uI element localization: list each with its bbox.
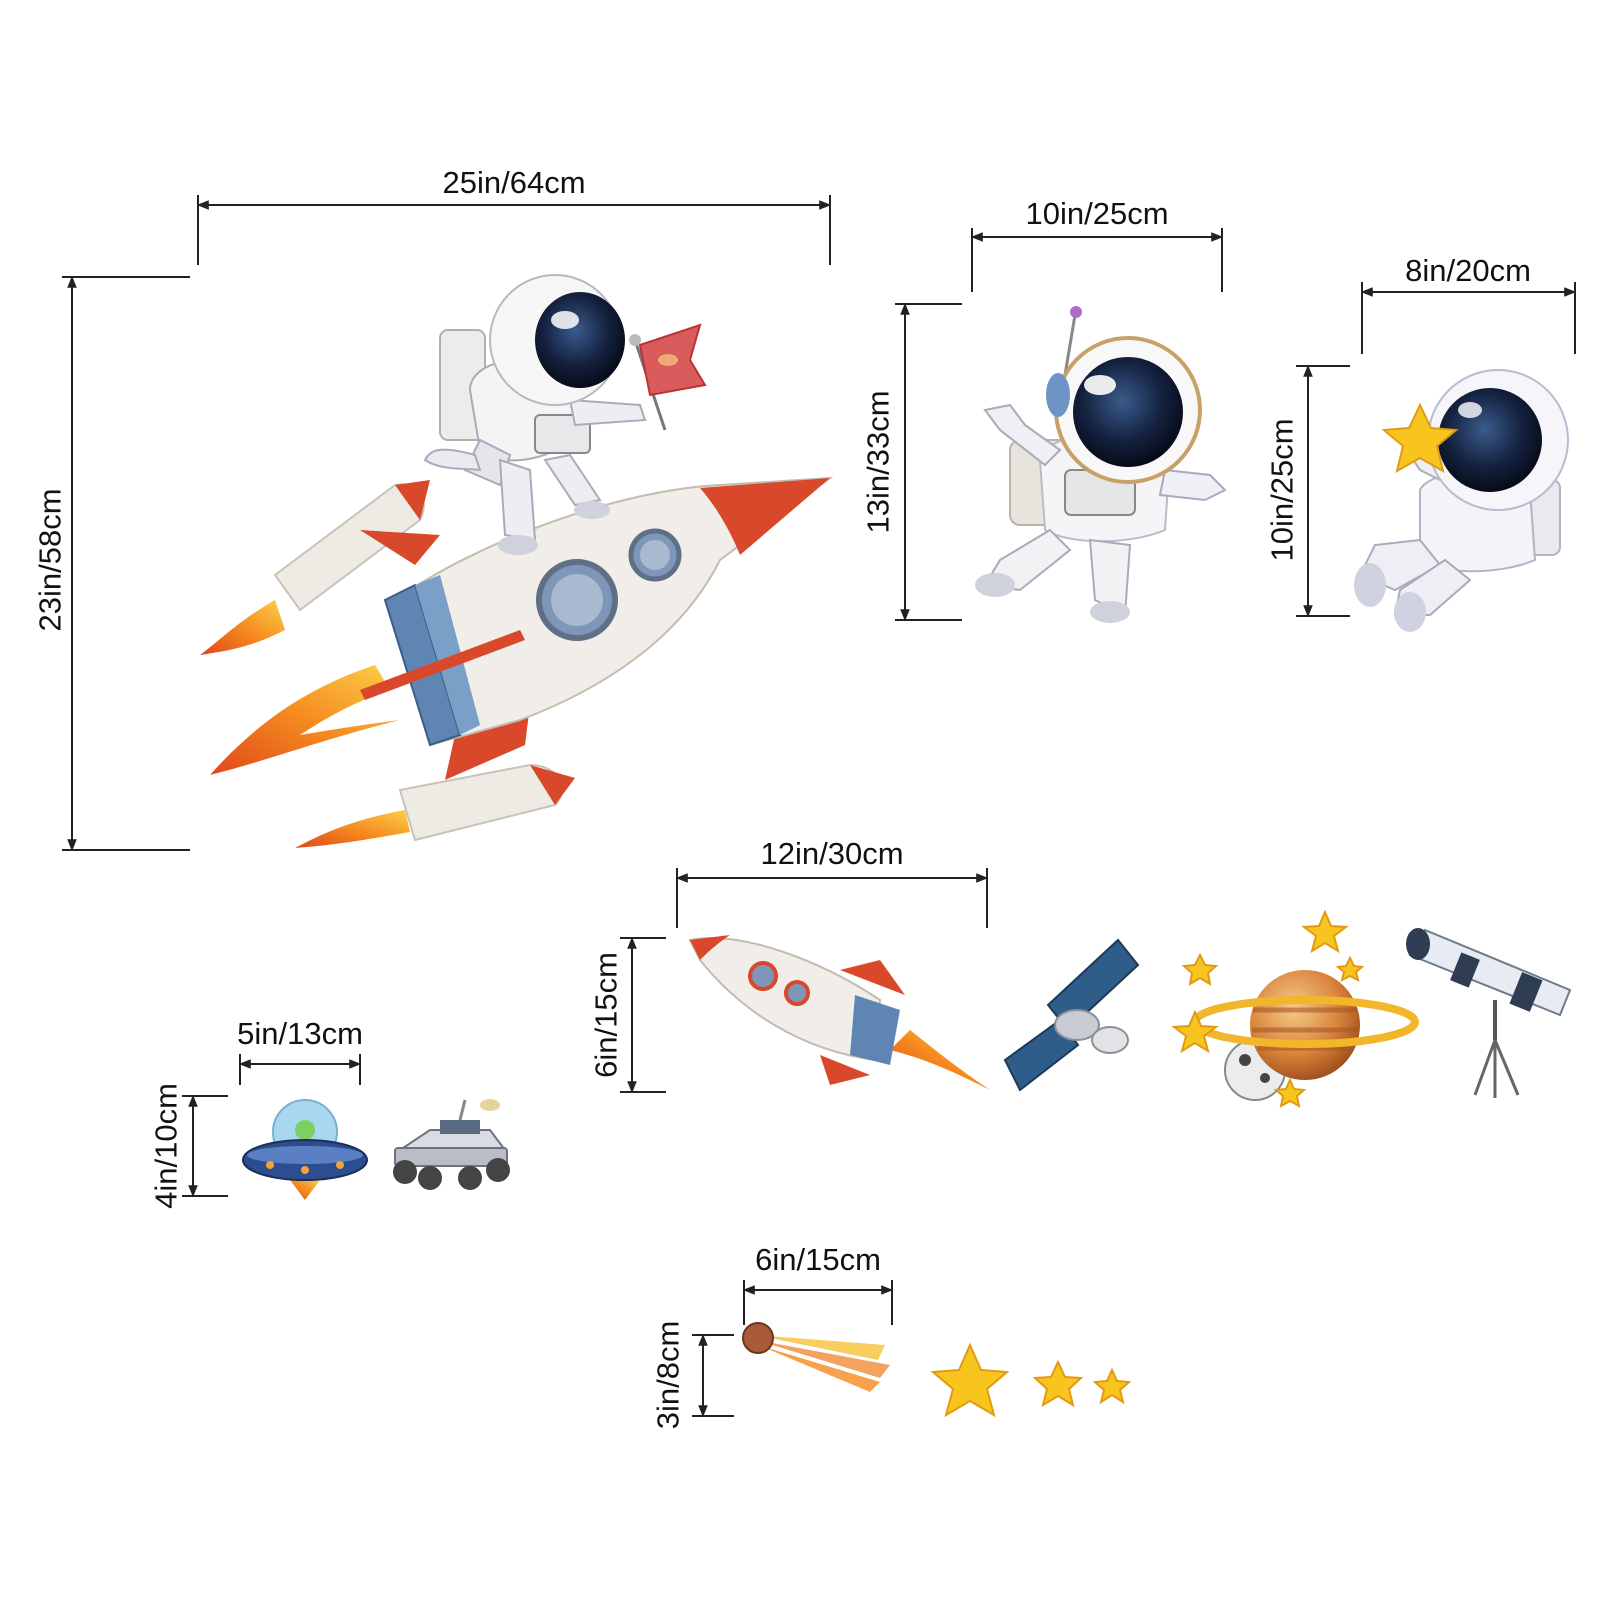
waving-astronaut-height-label: 13in/33cm xyxy=(860,390,896,534)
astronaut-on-rocket xyxy=(423,274,707,555)
star-astronaut-width-label: 8in/20cm xyxy=(1405,253,1531,288)
satellite-icon xyxy=(1003,938,1140,1092)
star-icon xyxy=(930,1342,1132,1418)
telescope-icon xyxy=(1406,928,1572,1098)
meteor-height-label: 3in/8cm xyxy=(650,1320,686,1430)
ufo-height-label: 4in/10cm xyxy=(148,1083,184,1209)
small-rocket-width-label: 12in/30cm xyxy=(760,836,904,871)
large-rocket-width-label: 25in/64cm xyxy=(442,165,586,200)
astronaut-waving-icon xyxy=(975,306,1227,623)
ringed-planet-icon xyxy=(1171,909,1419,1108)
rocket-with-astronaut-icon xyxy=(200,274,834,848)
ufo-width-label: 5in/13cm xyxy=(237,1016,363,1051)
rocket-icon xyxy=(688,935,990,1090)
moon-rover-icon xyxy=(393,1099,510,1190)
ufo-icon xyxy=(242,1099,368,1200)
waving-astronaut-width-label: 10in/25cm xyxy=(1025,196,1169,231)
small-rocket-height-label: 6in/15cm xyxy=(588,952,624,1078)
meteor-width-label: 6in/15cm xyxy=(755,1242,881,1277)
star-astronaut-height-label: 10in/25cm xyxy=(1264,418,1300,562)
dimension-lines xyxy=(62,195,1577,1418)
meteor-icon xyxy=(742,1322,890,1392)
astronaut-holding-star-icon xyxy=(1354,369,1569,632)
large-rocket-height-label: 23in/58cm xyxy=(32,488,68,632)
